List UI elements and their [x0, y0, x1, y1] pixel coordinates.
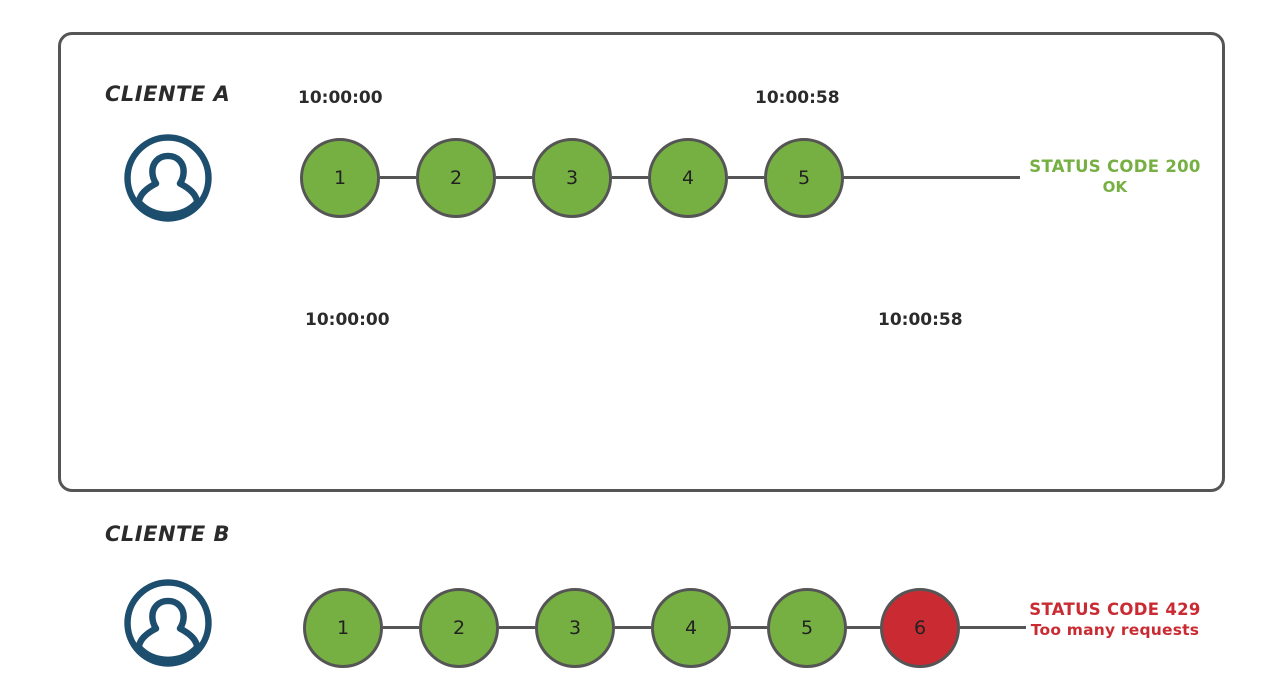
request-node[interactable]: 5: [764, 138, 844, 218]
timestamp-start-a: 10:00:00: [298, 88, 383, 108]
status-text-line: Too many requests: [1030, 620, 1200, 639]
request-node[interactable]: 2: [416, 138, 496, 218]
connector-to-status: [960, 626, 1026, 629]
status-text-line: OK: [1102, 177, 1128, 196]
diagram-panel: [58, 32, 1225, 492]
request-node[interactable]: 2: [419, 588, 499, 668]
timestamp-end-b: 10:00:58: [878, 310, 963, 330]
diagram-canvas: CLIENTE A 10:00:00 10:00:58 1 2 3 4 5 ST…: [0, 32, 1280, 668]
user-avatar-icon: [122, 132, 214, 224]
status-message-b: STATUS CODE 429 Too many requests: [1000, 600, 1230, 640]
request-chain-a: 1 2 3 4 5: [0, 118, 1280, 238]
request-node[interactable]: 1: [300, 138, 380, 218]
connector-to-status: [840, 176, 1020, 179]
connector: [731, 626, 767, 629]
status-code-line: STATUS CODE 429: [1029, 600, 1201, 619]
request-node-rejected[interactable]: 6: [880, 588, 960, 668]
connector: [496, 176, 532, 179]
connector: [499, 626, 535, 629]
connector: [380, 176, 416, 179]
request-node[interactable]: 3: [535, 588, 615, 668]
request-node[interactable]: 5: [767, 588, 847, 668]
request-node[interactable]: 4: [648, 138, 728, 218]
connector: [843, 626, 883, 629]
request-node[interactable]: 4: [651, 588, 731, 668]
connector: [383, 626, 419, 629]
client-label-b: CLIENTE B: [105, 522, 231, 546]
connector: [615, 626, 651, 629]
request-node[interactable]: 3: [532, 138, 612, 218]
status-code-line: STATUS CODE 200: [1029, 157, 1201, 176]
status-message-a: STATUS CODE 200 OK: [1000, 157, 1230, 196]
connector: [728, 176, 764, 179]
timestamp-start-b: 10:00:00: [305, 310, 390, 330]
connector: [612, 176, 648, 179]
timestamp-end-a: 10:00:58: [755, 88, 840, 108]
client-label-a: CLIENTE A: [105, 82, 231, 106]
request-node[interactable]: 1: [303, 588, 383, 668]
